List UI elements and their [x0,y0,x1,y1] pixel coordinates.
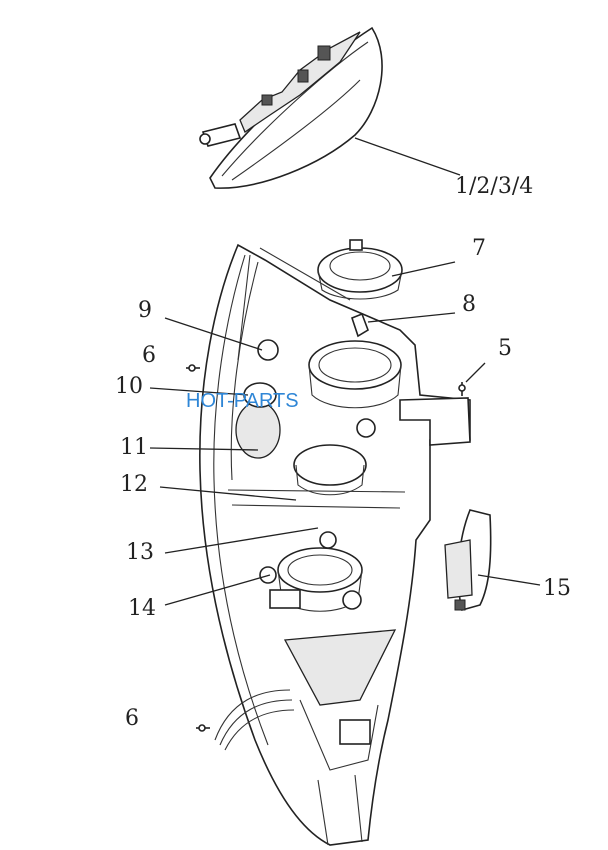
headlight-housing [199,243,471,846]
callout-7: 7 [472,236,486,261]
callout-1-2-3-4: 1/2/3/4 [455,174,534,199]
module-15 [444,509,492,611]
leader-14 [164,574,271,606]
callout-6-lower: 6 [125,706,139,731]
callout-6-upper: 6 [142,343,156,368]
leader-11 [149,447,259,451]
watermark-text: HOT-PARTS [186,390,299,412]
callout-12: 12 [120,472,148,497]
callout-13: 13 [126,540,154,565]
leader-12 [159,486,297,501]
bulb-8 [351,312,369,338]
screw-5 [458,382,466,396]
leader-5 [465,362,486,383]
screw-6-upper [186,364,200,372]
leader-9 [164,317,263,351]
callout-11: 11 [120,435,148,460]
leader-15 [477,574,541,586]
leader-1234 [354,137,461,176]
callout-15: 15 [543,576,571,601]
leader-7 [391,261,456,277]
bulb-cap-7 [317,239,403,300]
screw-6-lower [196,724,210,732]
callout-5: 5 [498,336,512,361]
callout-8: 8 [462,292,476,317]
callout-9: 9 [138,298,152,323]
leader-10 [149,387,249,396]
callout-10: 10 [115,374,143,399]
lens-cover [199,26,383,189]
leader-8 [367,312,456,323]
leader-13 [164,527,319,554]
callout-14: 14 [128,596,156,621]
